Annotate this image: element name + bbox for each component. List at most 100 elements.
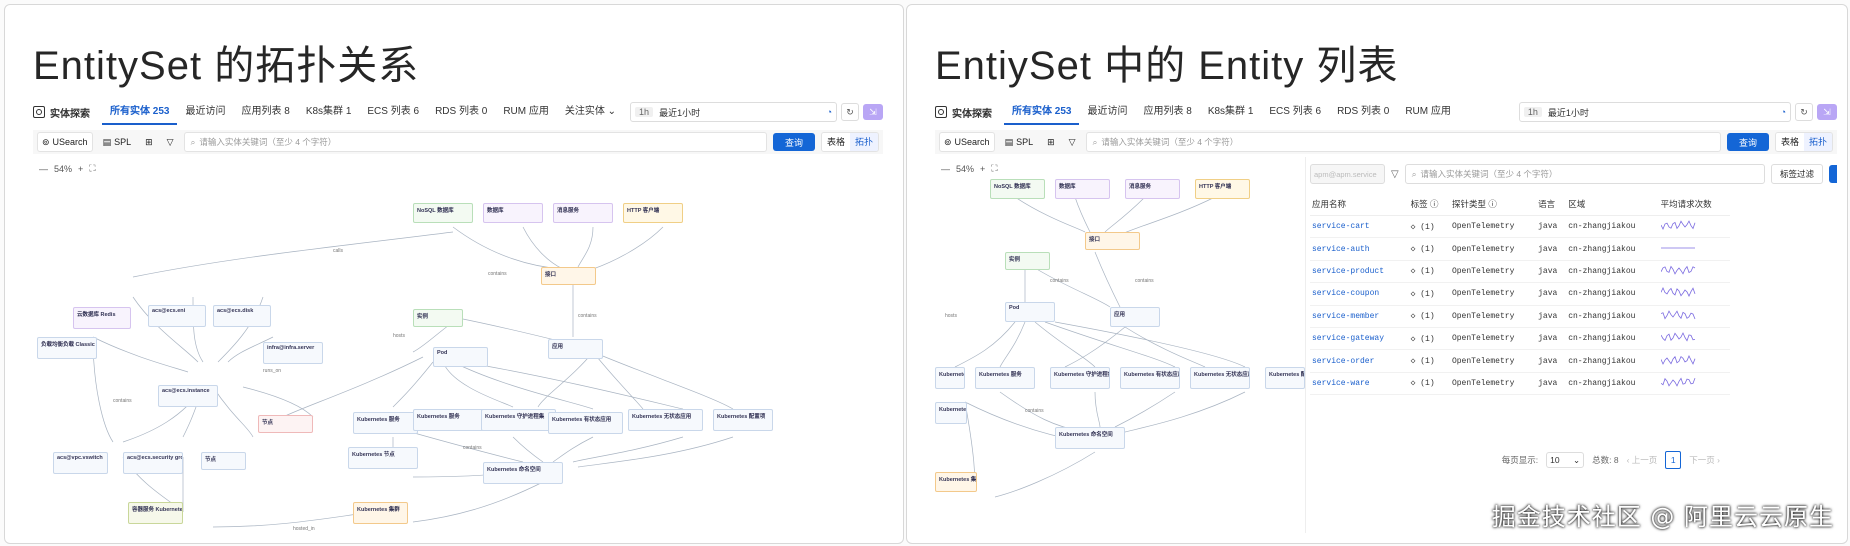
graph-node[interactable]: NoSQL 数据库 — [413, 203, 473, 223]
graph-node[interactable]: Kubernetes 服务 — [413, 409, 488, 431]
graph-node[interactable]: acs@vpc.vswitch — [53, 452, 108, 474]
service-name-link[interactable]: service-member — [1310, 305, 1409, 328]
service-name-link[interactable]: service-gateway — [1310, 327, 1409, 351]
tag-count[interactable]: ◇ (1) — [1408, 215, 1450, 239]
graph-node[interactable]: HTTP 客户端 — [1195, 179, 1250, 199]
graph-node[interactable]: 接口 — [541, 267, 596, 285]
query-button[interactable]: 查询 — [772, 133, 815, 151]
spl-toggle[interactable]: ▤ SPL — [99, 133, 136, 151]
view-topology-button[interactable]: 拓扑 — [1803, 133, 1832, 151]
next-page-button[interactable]: 下一页 › — [1689, 455, 1720, 465]
view-table-button[interactable]: 表格 — [821, 133, 850, 151]
tab-k8s-cluster[interactable]: K8s集群 1 — [305, 106, 352, 117]
service-name-link[interactable]: service-ware — [1310, 372, 1409, 396]
tab-rds-list[interactable]: RDS 列表 0 — [435, 106, 488, 117]
view-topology-button[interactable]: 拓扑 — [849, 133, 878, 151]
zoom-out-icon[interactable]: — — [39, 163, 48, 174]
graph-node[interactable]: Pod — [433, 347, 488, 367]
refresh-icon[interactable]: ↻ — [1795, 103, 1813, 121]
graph-node[interactable]: Kubernetes 服务 — [935, 367, 965, 389]
graph-node[interactable]: Kubernetes 配置项 — [1265, 367, 1305, 389]
graph-node[interactable]: acs@ecs.instance — [158, 385, 218, 407]
spl-toggle[interactable]: ▤ SPL — [1001, 133, 1038, 151]
graph-node[interactable]: 云数据库 Redis — [73, 307, 131, 329]
tab-app-list[interactable]: 应用列表 8 — [241, 106, 290, 117]
graph-node[interactable]: 应用 — [1110, 307, 1160, 327]
zoom-out-icon[interactable]: — — [941, 163, 950, 174]
tab-app-list[interactable]: 应用列表 8 — [1143, 106, 1192, 117]
entity-type-select[interactable]: apm@apm.service — [1310, 164, 1385, 184]
graph-node[interactable]: Kubernetes 无状态应用 — [1190, 367, 1250, 389]
usearch-toggle[interactable]: ⊚ USearch — [939, 132, 995, 152]
graph-node[interactable]: Kubernetes 守护进程集 — [481, 409, 556, 431]
graph-node[interactable]: Kubernetes 命名空间 — [1055, 427, 1125, 449]
filter-icon[interactable]: ▽ — [1068, 136, 1076, 147]
tag-count[interactable]: ◇ (1) — [1408, 305, 1450, 328]
tab-all-entities[interactable]: 所有实体 253 — [102, 99, 178, 125]
graph-node[interactable]: 容器服务 Kubernetes 版 ACK — [128, 502, 183, 524]
prev-page-button[interactable]: ‹ 上一页 — [1626, 455, 1658, 465]
filter-icon[interactable]: ▽ — [1391, 168, 1399, 180]
service-name-link[interactable]: service-auth — [1310, 237, 1409, 261]
graph-node[interactable]: Kubernetes 有状态应用 — [1120, 367, 1180, 389]
graph-node[interactable]: 应用 — [548, 339, 603, 359]
tab-rds-list[interactable]: RDS 列表 0 — [1337, 106, 1390, 117]
graph-node[interactable]: Kubernetes 集群 — [353, 502, 408, 524]
graph-node[interactable]: 节点 — [258, 415, 313, 433]
graph-node[interactable]: Kubernetes 命名空间 — [483, 462, 563, 484]
graph-node[interactable]: 消息服务 — [1125, 179, 1180, 199]
tab-recent[interactable]: 最近访问 — [1087, 106, 1128, 117]
graph-node[interactable]: 消息服务 — [553, 203, 613, 223]
service-name-link[interactable]: service-cart — [1310, 215, 1409, 239]
time-range-picker[interactable]: 1h 最近1小时 ◔ — [630, 102, 837, 122]
column-header[interactable]: 区域 — [1566, 193, 1659, 216]
tag-count[interactable]: ◇ (1) — [1408, 282, 1450, 306]
graph-node[interactable]: Kubernetes 节点 — [348, 447, 418, 469]
graph-node[interactable]: Kubernetes 守护进程集 — [1050, 367, 1110, 389]
graph-node[interactable]: acs@ecs.disk — [213, 305, 271, 327]
entity-search-input[interactable]: ⌕ 请输入实体关键词（至少 4 个字符） — [1404, 164, 1765, 184]
search-input[interactable]: ⌕ 请输入实体关键词（至少 4 个字符） — [1085, 132, 1721, 152]
graph-node[interactable]: 实例 — [1005, 252, 1050, 270]
more-button[interactable] — [1829, 165, 1837, 183]
graph-node[interactable]: infra@infra.server — [263, 342, 323, 364]
grid-icon[interactable]: ⊞ — [145, 136, 153, 147]
grid-icon[interactable]: ⊞ — [1047, 136, 1055, 147]
tab-ecs-list[interactable]: ECS 列表 6 — [1269, 106, 1322, 117]
fit-view-icon[interactable]: ⛶ — [89, 163, 96, 173]
graph-node[interactable]: Kubernetes 服务 — [353, 412, 418, 434]
graph-node[interactable]: 接口 — [1085, 232, 1140, 250]
tab-all-entities[interactable]: 所有实体 253 — [1004, 99, 1080, 125]
service-name-link[interactable]: service-coupon — [1310, 282, 1409, 306]
tab-rum-app[interactable]: RUM 应用 — [1405, 106, 1451, 117]
graph-node[interactable]: Pod — [1005, 302, 1055, 322]
graph-node[interactable]: Kubernetes 节点 — [935, 402, 967, 424]
query-button[interactable]: 查询 — [1726, 133, 1769, 151]
service-name-link[interactable]: service-product — [1310, 260, 1409, 284]
graph-node[interactable]: acs@ecs.eni — [148, 305, 206, 327]
tag-count[interactable]: ◇ (1) — [1408, 349, 1450, 373]
tab-ecs-list[interactable]: ECS 列表 6 — [367, 106, 420, 117]
column-header[interactable]: 应用名称 — [1310, 193, 1409, 216]
zoom-in-icon[interactable]: + — [980, 163, 986, 174]
service-name-link[interactable]: service-order — [1310, 349, 1409, 373]
tag-count[interactable]: ◇ (1) — [1408, 237, 1450, 261]
search-input[interactable]: ⌕ 请输入实体关键词（至少 4 个字符） — [183, 132, 767, 152]
fit-view-icon[interactable]: ⛶ — [991, 163, 998, 173]
tag-count[interactable]: ◇ (1) — [1408, 327, 1450, 351]
column-header[interactable]: 探针类型 ⓘ — [1449, 193, 1537, 216]
refresh-icon[interactable]: ↻ — [841, 103, 859, 121]
page-number[interactable]: 1 — [1665, 451, 1682, 469]
tab-recent[interactable]: 最近访问 — [185, 106, 226, 117]
tab-rum-app[interactable]: RUM 应用 — [503, 106, 549, 117]
column-header[interactable]: 语言 — [1536, 193, 1567, 216]
graph-node[interactable]: Kubernetes 服务 — [975, 367, 1035, 389]
column-header[interactable]: 标签 ⓘ — [1408, 193, 1450, 216]
